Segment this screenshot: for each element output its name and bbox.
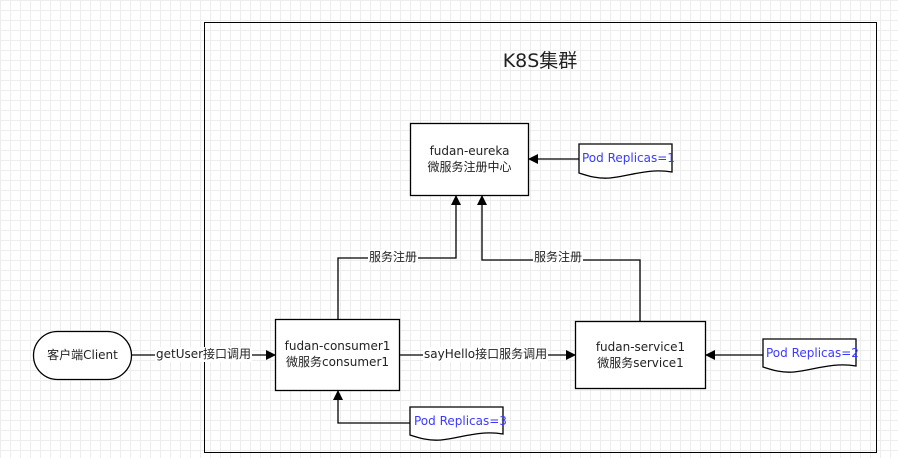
cluster-title: K8S集群 [502,50,578,72]
eureka-desc: 微服务注册中心 [427,160,512,174]
eureka-name: fudan-eureka [429,144,510,158]
service-desc: 微服务service1 [597,356,684,370]
service-node[interactable] [574,320,707,390]
cluster-boundary [204,22,877,453]
edge-consumer-replicas [333,390,410,424]
consumer-desc: 微服务consumer1 [285,355,390,369]
consumer-replicas-label: Pod Replicas=3 [414,414,507,428]
edge-label-client-to-consumer: getUser接口调用 [155,347,253,362]
edge-label-consumer-register: 服务注册 [368,250,419,265]
service-replicas-label: Pod Replicas=2 [766,346,859,360]
client-label: 客户端Client [47,348,118,362]
service-replicas-note[interactable] [762,338,857,373]
eureka-replicas-note[interactable] [578,143,673,179]
consumer-node[interactable] [274,318,401,392]
eureka-replicas-label: Pod Replicas=1 [582,151,675,165]
edge-label-consumer-to-service: sayHello接口服务调用 [423,347,549,362]
consumer-name: fudan-consumer1 [284,339,391,353]
consumer-replicas-note[interactable] [409,406,504,441]
service-name: fudan-service1 [595,340,686,354]
edge-label-service-register: 服务注册 [533,250,584,265]
eureka-node[interactable] [409,122,530,197]
